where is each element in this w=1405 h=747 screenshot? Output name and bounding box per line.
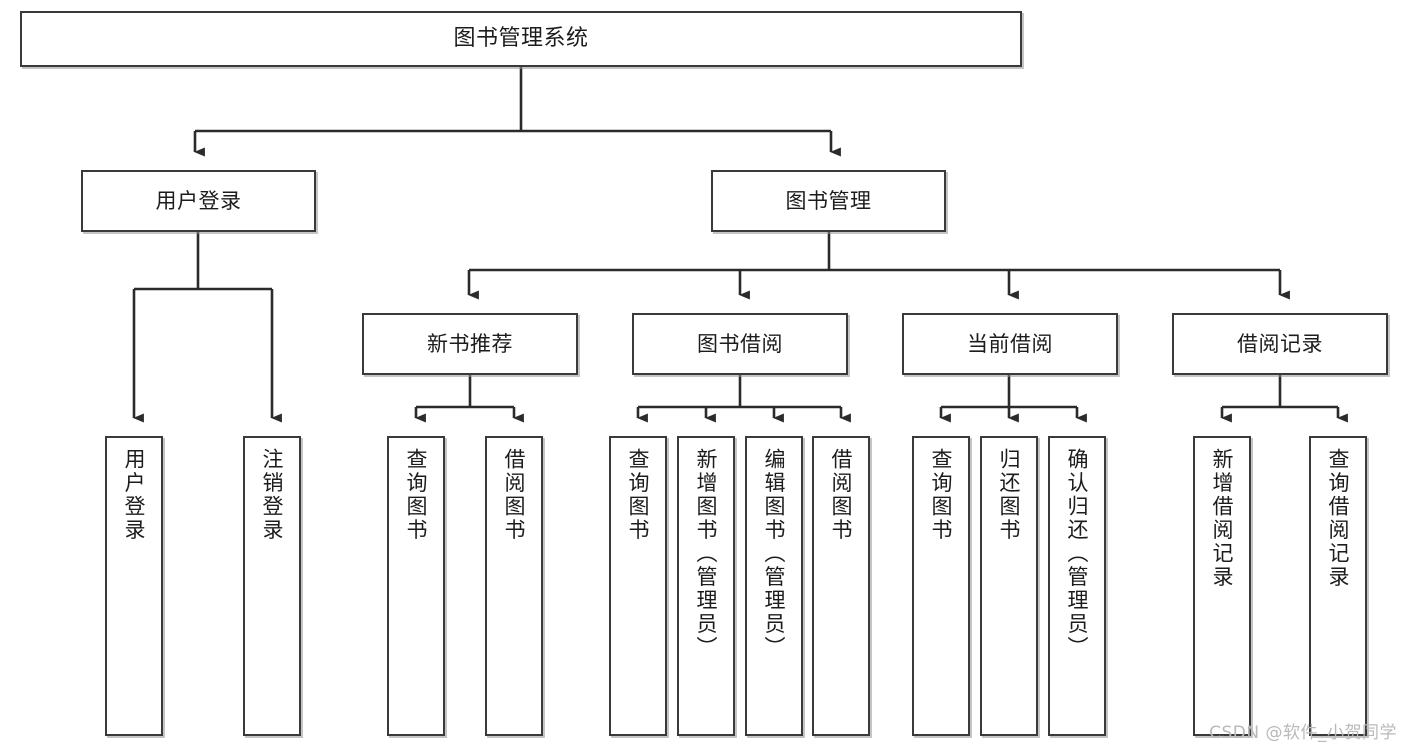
node-new-book-recommend[interactable]: 新书推荐 xyxy=(362,313,578,375)
node-leaf-return-book-label: 归还图书 xyxy=(997,448,1022,542)
node-book-manage[interactable]: 图书管理 xyxy=(711,170,946,232)
node-leaf-borrow-book-2[interactable]: 借阅图书 xyxy=(812,436,870,736)
node-book-borrow[interactable]: 图书借阅 xyxy=(632,313,848,375)
node-leaf-user-login[interactable]: 用户登录 xyxy=(105,436,163,736)
node-leaf-query-book-1-label: 查询图书 xyxy=(404,448,429,542)
node-leaf-confirm-return-label: 确认归还（管理员） xyxy=(1065,448,1090,660)
node-leaf-query-book-3-label: 查询图书 xyxy=(929,448,954,542)
node-leaf-user-logout-label: 注销登录 xyxy=(260,448,285,542)
node-new-book-recommend-label: 新书推荐 xyxy=(427,331,513,356)
node-leaf-add-book-label: 新增图书（管理员） xyxy=(694,448,719,660)
node-current-borrow-label: 当前借阅 xyxy=(967,331,1053,356)
node-leaf-edit-book-label: 编辑图书（管理员） xyxy=(762,448,787,660)
node-leaf-return-book[interactable]: 归还图书 xyxy=(980,436,1038,736)
node-leaf-query-record-label: 查询借阅记录 xyxy=(1326,448,1351,589)
node-leaf-add-record-label: 新增借阅记录 xyxy=(1210,448,1235,589)
node-leaf-borrow-book-1[interactable]: 借阅图书 xyxy=(485,436,543,736)
node-root[interactable]: 图书管理系统 xyxy=(20,11,1022,67)
node-leaf-borrow-book-1-label: 借阅图书 xyxy=(502,448,527,542)
node-borrow-record[interactable]: 借阅记录 xyxy=(1172,313,1388,375)
node-book-borrow-label: 图书借阅 xyxy=(697,331,783,356)
node-leaf-query-book-1[interactable]: 查询图书 xyxy=(387,436,445,736)
node-user-login[interactable]: 用户登录 xyxy=(81,170,316,232)
node-user-login-label: 用户登录 xyxy=(155,188,242,213)
node-leaf-query-book-2[interactable]: 查询图书 xyxy=(609,436,667,736)
node-leaf-edit-book[interactable]: 编辑图书（管理员） xyxy=(745,436,803,736)
node-leaf-query-book-3[interactable]: 查询图书 xyxy=(912,436,970,736)
node-leaf-add-record[interactable]: 新增借阅记录 xyxy=(1193,436,1251,736)
node-leaf-add-book[interactable]: 新增图书（管理员） xyxy=(677,436,735,736)
node-leaf-borrow-book-2-label: 借阅图书 xyxy=(829,448,854,542)
node-leaf-query-book-2-label: 查询图书 xyxy=(626,448,651,542)
node-leaf-user-login-label: 用户登录 xyxy=(122,448,147,542)
node-leaf-query-record[interactable]: 查询借阅记录 xyxy=(1309,436,1367,736)
node-root-label: 图书管理系统 xyxy=(453,26,589,52)
node-borrow-record-label: 借阅记录 xyxy=(1237,331,1323,356)
node-leaf-confirm-return[interactable]: 确认归还（管理员） xyxy=(1048,436,1106,736)
node-book-manage-label: 图书管理 xyxy=(785,188,872,213)
node-leaf-user-logout[interactable]: 注销登录 xyxy=(243,436,301,736)
watermark: CSDN @软件_小贺同学 xyxy=(1209,723,1397,743)
node-current-borrow[interactable]: 当前借阅 xyxy=(902,313,1118,375)
